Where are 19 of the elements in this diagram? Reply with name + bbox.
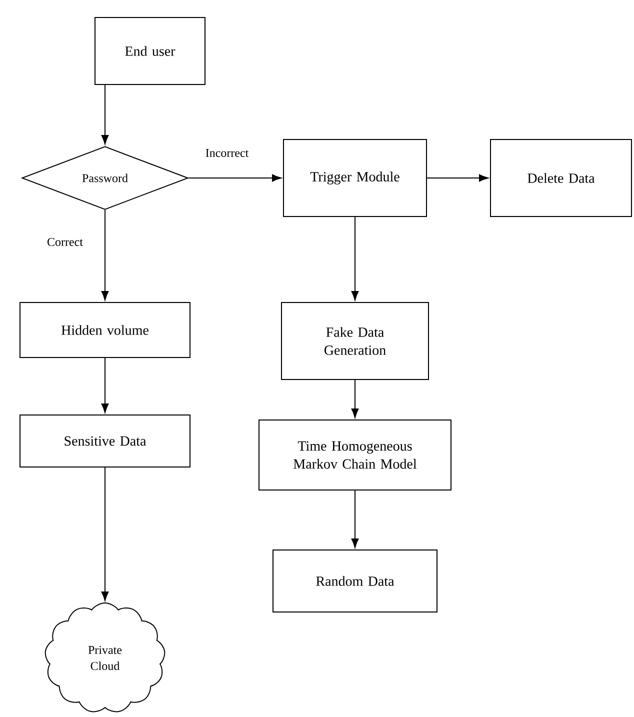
arrow [351, 490, 359, 548]
arrow [351, 380, 359, 418]
process-box: Trigger Module [283, 139, 427, 217]
process-box: Fake Data Generation [281, 302, 429, 380]
process-box: Time Homogeneous Markov Chain Model [258, 420, 452, 490]
arrow [101, 84, 109, 144]
arrow [426, 174, 488, 182]
process-box: End user [94, 17, 206, 85]
process-box: Delete Data [490, 139, 632, 217]
process-box: Sensitive Data [20, 414, 190, 468]
edge-label: Correct [46, 236, 84, 248]
arrow [188, 174, 282, 182]
arrow [101, 358, 109, 413]
arrow [101, 210, 109, 300]
arrow [101, 467, 109, 601]
edge-label: Incorrect [204, 148, 250, 158]
process-box: Hidden volume [20, 302, 190, 358]
process-box: Random Data [272, 550, 438, 612]
arrow [351, 216, 359, 300]
